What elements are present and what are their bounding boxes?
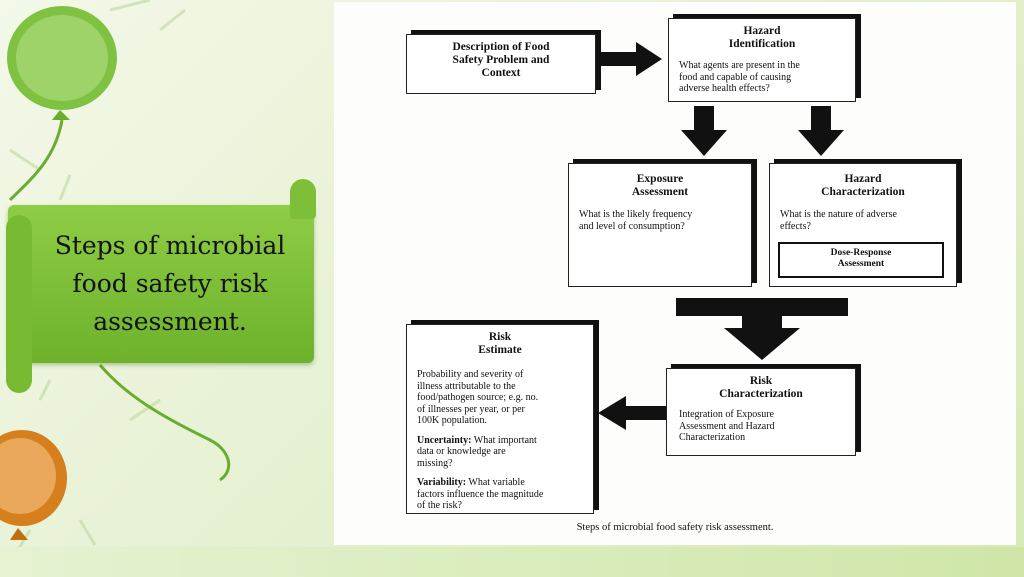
uncertainty-description: What important data or knowledge are mis… bbox=[417, 434, 537, 469]
hazard-identification-title: Hazard Identification bbox=[728, 25, 796, 50]
banner-curl bbox=[6, 215, 32, 393]
arrow-down-icon bbox=[798, 106, 844, 156]
risk-estimate-text: Probability and severity of illness attr… bbox=[417, 369, 539, 426]
dose-response-label: Dose-Response Assessment bbox=[830, 248, 892, 269]
dose-response-box: Dose-Response Assessment bbox=[778, 242, 944, 278]
variability-text: Variability: What variable factors influ… bbox=[407, 469, 593, 512]
risk-estimate-box: Risk Estimate Probability and severity o… bbox=[406, 324, 594, 514]
risk-characterization-text: Integration of Exposure Assessment and H… bbox=[679, 409, 775, 443]
variability-label: Variability: bbox=[417, 477, 467, 488]
risk-characterization-title: Risk Characterization bbox=[719, 375, 803, 400]
figure-caption: Steps of microbial food safety risk asse… bbox=[576, 522, 774, 533]
hazard-characterization-box: Hazard Characterization What is the natu… bbox=[769, 163, 957, 287]
exposure-assessment-text: What is the likely frequency and level o… bbox=[579, 209, 693, 232]
uncertainty-text: Uncertainty: What important data or know… bbox=[407, 427, 593, 470]
exposure-assessment-box: Exposure Assessment What is the likely f… bbox=[568, 163, 752, 287]
title-banner: Steps of microbial food safety risk asse… bbox=[6, 179, 316, 393]
banner-title: Steps of microbial food safety risk asse… bbox=[54, 231, 286, 336]
hazard-identification-box: Hazard Identification What agents are pr… bbox=[668, 18, 856, 102]
description-box: Description of Food Safety Problem and C… bbox=[406, 34, 596, 94]
banner-curl bbox=[290, 179, 316, 219]
arrow-down-icon bbox=[676, 298, 848, 360]
exposure-assessment-title: Exposure Assessment bbox=[631, 173, 689, 198]
risk-estimate-title: Risk Estimate bbox=[478, 331, 522, 356]
variability-description: What variable factors influence the magn… bbox=[417, 477, 544, 511]
flowchart-figure: Description of Food Safety Problem and C… bbox=[334, 2, 1016, 545]
hazard-characterization-title: Hazard Characterization bbox=[821, 173, 905, 198]
bottom-strip bbox=[0, 547, 1024, 577]
hazard-identification-text: What agents are present in the food and … bbox=[679, 60, 800, 94]
balloon-decoration bbox=[0, 0, 231, 556]
arrow-down-icon bbox=[681, 106, 727, 156]
risk-characterization-box: Risk Characterization Integration of Exp… bbox=[666, 368, 856, 456]
description-box-title: Description of Food Safety Problem and C… bbox=[452, 41, 550, 79]
arrow-left-icon bbox=[598, 396, 666, 430]
arrow-right-icon bbox=[596, 42, 662, 76]
hazard-characterization-text: What is the nature of adverse effects? bbox=[780, 209, 897, 232]
uncertainty-label: Uncertainty: bbox=[417, 434, 472, 446]
